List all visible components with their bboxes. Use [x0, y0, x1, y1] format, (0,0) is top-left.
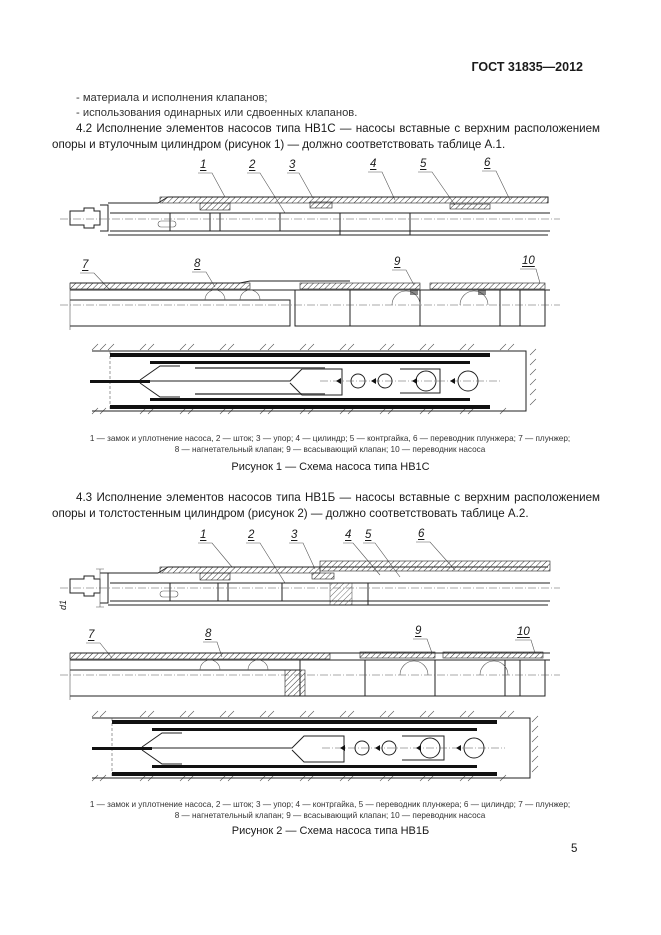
- pump-schematic-figure-1: [90, 343, 537, 415]
- figure-2-legend-line-1: 1 — замок и уплотнение насоса, 2 — шток;…: [89, 800, 571, 809]
- callout-8: 8: [194, 258, 201, 270]
- figure-1-legend-line-2: 8 — нагнетательный клапан; 9 — всасывающ…: [174, 445, 486, 454]
- callout-4: 4: [345, 529, 352, 541]
- figure-2-drawing: 1 2 3 4 5 6 d1 7 8 9 10: [0, 525, 661, 795]
- figure-2-caption: Рисунок 2 — Схема насоса типа НВ1Б: [231, 825, 430, 837]
- figure-1-legend-line-1: 1 — замок и уплотнение насоса, 2 — шток;…: [89, 434, 571, 443]
- callout-8: 8: [205, 628, 212, 640]
- standard-code-header: ГОСТ 31835—2012: [471, 60, 583, 74]
- figure-1-caption: Рисунок 1 — Схема насоса типа НВ1С: [231, 461, 430, 473]
- section-4-2-paragraph: 4.2 Исполнение элементов насосов типа НВ…: [52, 122, 600, 151]
- callout-1: 1: [200, 529, 207, 541]
- callout-2: 2: [248, 529, 255, 541]
- callout-9: 9: [415, 625, 422, 637]
- callout-1: 1: [200, 159, 207, 171]
- callout-10: 10: [522, 255, 535, 267]
- callout-10: 10: [517, 626, 530, 638]
- callout-9: 9: [394, 256, 401, 268]
- pump-lower-section-drawing: [60, 268, 560, 330]
- callout-3: 3: [289, 159, 296, 171]
- callout-6: 6: [418, 528, 425, 540]
- pump-upper-section-drawing: [60, 170, 560, 236]
- callout-3: 3: [291, 529, 298, 541]
- page-number: 5: [571, 843, 578, 855]
- section-4-3-paragraph: 4.3 Исполнение элементов насосов типа НВ…: [52, 491, 600, 520]
- callout-7: 7: [82, 259, 89, 271]
- figure-2-legend-line-2: 8 — нагнетательный клапан; 9 — всасывающ…: [174, 811, 486, 820]
- bullet-item: - использования одинарных или сдвоенных …: [76, 107, 358, 119]
- figure-1-drawing: 1 2 3 4 5 6 7 8 9 10: [0, 155, 661, 425]
- callout-5: 5: [420, 158, 427, 170]
- callout-4: 4: [370, 158, 377, 170]
- callout-2: 2: [249, 159, 256, 171]
- pump-upper-section-drawing: [60, 541, 560, 700]
- callout-5: 5: [365, 529, 372, 541]
- pump-schematic-figure-2: [91, 710, 539, 782]
- bullet-item: - материала и исполнения клапанов;: [76, 92, 268, 104]
- callout-6: 6: [484, 157, 491, 169]
- callout-7: 7: [88, 629, 95, 641]
